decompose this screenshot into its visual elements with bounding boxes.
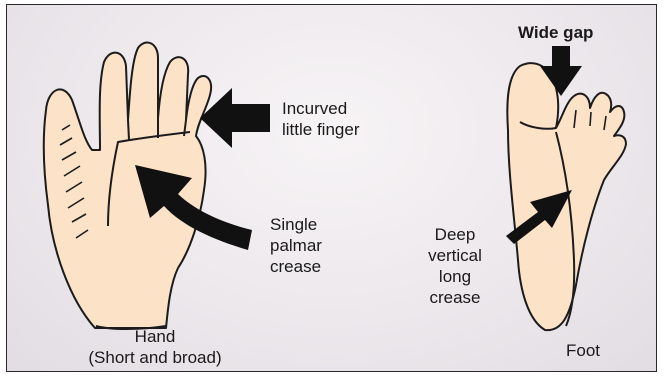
hand-outline: [44, 43, 211, 328]
label-line: vertical: [414, 245, 496, 266]
arrow-incurved-finger: [200, 88, 270, 148]
caption-hand: Hand (Short and broad): [70, 326, 240, 368]
label-single-palmar-crease: Single palmar crease: [270, 214, 322, 277]
label-line: crease: [414, 287, 496, 308]
caption-line: (Short and broad): [70, 347, 240, 368]
label-deep-vertical-long-crease: Deep vertical long crease: [414, 224, 496, 308]
caption-line: Hand: [70, 326, 240, 347]
label-incurved-little-finger: Incurved little finger: [282, 98, 359, 140]
label-line: little finger: [282, 119, 359, 140]
label-line: Deep: [414, 224, 496, 245]
label-line: crease: [270, 256, 322, 277]
label-line: palmar: [270, 235, 322, 256]
label-line: long: [414, 266, 496, 287]
label-line: Incurved: [282, 98, 359, 119]
caption-foot: Foot: [566, 340, 600, 361]
label-line: Single: [270, 214, 322, 235]
hand-drawing: [44, 43, 211, 329]
label-wide-gap: Wide gap: [518, 22, 593, 43]
